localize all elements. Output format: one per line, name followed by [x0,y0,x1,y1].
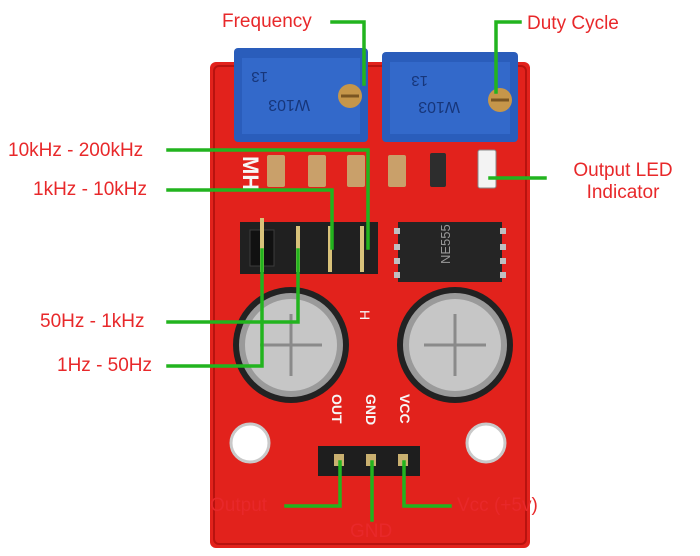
label-10khz-200khz: 10kHz - 200kHz [8,140,144,161]
pcb-board [210,62,530,548]
leader-lines [166,20,547,522]
leader-output [284,460,342,508]
electrolytic-capacitor-right [397,287,513,403]
label-output: Output [210,495,268,516]
mounting-holes [229,422,507,464]
label-frequency: Frequency [222,11,312,32]
leader-vcc [402,460,452,508]
label-output-led: Output LED Indicator [548,160,698,204]
pot-marking-2: 13 [411,72,428,89]
leader-duty-cycle [494,20,522,94]
pin-label-vcc: VCC [397,394,413,424]
electrolytic-capacitor-left [233,287,349,403]
label-gnd: GND [350,521,393,542]
label-duty-cycle: Duty Cycle [527,13,619,34]
label-1khz-10khz: 1kHz - 10kHz [33,179,148,200]
smd-capacitors [267,149,497,189]
pcb-edge [213,65,527,545]
output-led [477,149,497,189]
label-output-led-line1: Output LED [573,160,673,181]
leader-50-1k [166,248,300,324]
label-output-led-line2: Indicator [586,182,660,203]
pin-label-out: OUT [329,394,345,424]
duty-cycle-potentiometer: 13 W103 [382,52,518,142]
leader-10k-200k [166,148,370,250]
ne555-chip: NE555 [394,222,506,282]
pot-code: W103 [268,96,310,113]
chip-marking: NE555 [438,224,453,264]
leader-1k-10k [166,188,334,250]
label-1hz-50hz: 1Hz - 50Hz [57,355,153,376]
pot-marking: 13 [251,68,268,85]
leader-frequency [330,20,366,86]
label-50hz-1khz: 50Hz - 1kHz [40,311,145,332]
board-marking: MH [238,156,263,190]
frequency-potentiometer: 13 W103 [234,48,368,142]
jumper-mark: H [357,310,373,320]
pot-code-2: W103 [418,98,460,115]
label-vcc: Vcc (+5v) [457,495,538,516]
pin-label-gnd: GND [363,394,379,425]
leader-1-50 [166,248,264,368]
